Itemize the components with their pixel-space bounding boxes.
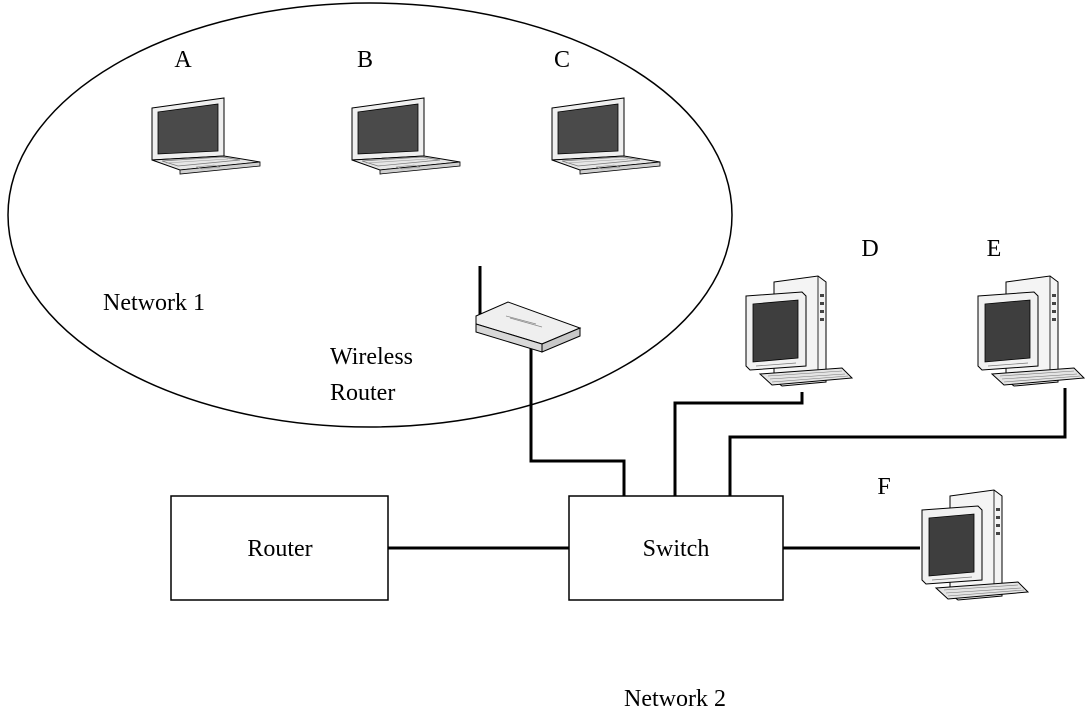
router-box[interactable] <box>170 495 389 601</box>
network2-label: Network 2 <box>624 686 726 712</box>
wireless-router-label-line2: Router <box>330 380 395 406</box>
connections <box>388 348 1067 550</box>
desktop-e-label: E <box>987 236 1002 262</box>
laptop-b-label: B <box>357 47 373 73</box>
laptop-a[interactable]: A <box>151 47 261 175</box>
laptop-c[interactable]: C <box>551 47 661 175</box>
desktop-f[interactable]: F <box>877 474 1029 601</box>
router-label: Router <box>247 536 312 562</box>
laptop-c-label: C <box>554 47 570 73</box>
laptop-a-label: A <box>174 47 192 73</box>
link-wireless-router-switch <box>529 348 626 496</box>
laptop-icon <box>551 97 661 175</box>
wireless-router-icon <box>474 264 582 354</box>
desktop-computer-icon <box>745 275 853 387</box>
desktop-e[interactable]: E <box>977 236 1085 387</box>
wireless-router-label-line1: Wireless <box>330 344 413 370</box>
laptop-icon <box>351 97 461 175</box>
network1-boundary <box>7 2 733 428</box>
laptop-icon <box>151 97 261 175</box>
desktop-f-label: F <box>877 474 890 500</box>
network1-label: Network 1 <box>103 290 205 316</box>
desktop-computer-icon <box>921 489 1029 601</box>
wireless-router[interactable] <box>474 264 582 354</box>
link-switch-desktop-e <box>728 388 1067 496</box>
desktop-computer-icon <box>977 275 1085 387</box>
desktop-d-label: D <box>861 236 878 262</box>
switch-box[interactable] <box>568 495 784 601</box>
switch-label: Switch <box>643 536 710 562</box>
link-switch-desktop-d <box>673 392 804 496</box>
desktop-d[interactable]: D <box>745 236 879 387</box>
laptop-b[interactable]: B <box>351 47 461 175</box>
